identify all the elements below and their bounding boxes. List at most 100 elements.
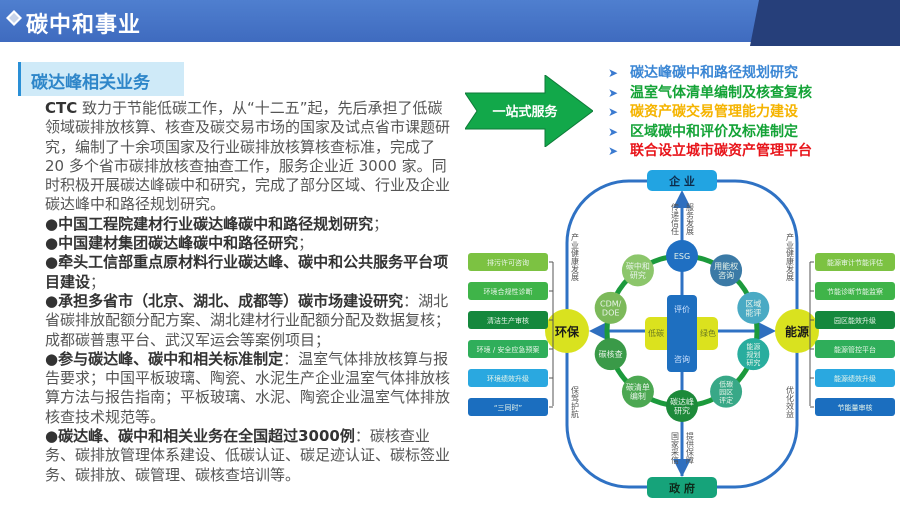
center-label-left: 低碳 bbox=[648, 328, 664, 338]
bullet-item: ●中国建材集团碳达峰碳中和路径研究； bbox=[45, 234, 450, 253]
bullet-detail: ：碳核查业务、碳排放管理体系建设、低碳认证、碳足迹认证、碳标签业务、碳排放、碳管… bbox=[45, 427, 451, 484]
chevron-right-icon: ➤ bbox=[608, 144, 619, 158]
service-item: ➤ 联合设立城市碳资产管理平台 bbox=[608, 140, 812, 160]
one-stop-label: 一站式服务 bbox=[492, 105, 558, 120]
service-node-circle bbox=[621, 254, 654, 287]
service-node-circle bbox=[737, 338, 770, 371]
service-node-label: 编制 bbox=[630, 391, 646, 401]
service-box-label: 园区能效升级 bbox=[834, 316, 876, 325]
service-box-label: 环境绩效升级 bbox=[487, 374, 529, 383]
diamond-icon bbox=[6, 10, 22, 26]
service-node-label: 规划 bbox=[746, 350, 760, 359]
intro-text: 致力于节能低碳工作，从“十二五”起，先后承担了低碳领域碳排放核算、核查及碳交易市… bbox=[45, 99, 451, 214]
government-label: 政 府 bbox=[669, 481, 695, 495]
flow-label: 提供保障 bbox=[686, 431, 695, 465]
energy-label: 能源 bbox=[785, 324, 809, 339]
service-box-label: 节能诊断节能监察 bbox=[827, 287, 883, 296]
bullet-title: ●牵头工信部重点原材料行业碳达峰、碳中和公共服务平台项目建设 bbox=[45, 253, 449, 291]
bullet-detail: ； bbox=[373, 214, 389, 233]
service-box bbox=[468, 282, 548, 300]
service-box bbox=[815, 369, 895, 387]
service-item: ➤ 碳资产碳交易管理能力建设 bbox=[608, 101, 812, 121]
service-node-circle bbox=[710, 375, 743, 408]
service-node: 碳中和研究 bbox=[621, 254, 654, 287]
flow-label: 产业健康发展 bbox=[571, 232, 580, 282]
environment-node bbox=[545, 309, 589, 353]
service-node-circle bbox=[621, 375, 654, 408]
bullet-list: ●中国工程院建材行业碳达峰碳中和路径规划研究；●中国建材集团碳达峰碳中和路径研究… bbox=[45, 215, 450, 485]
service-node-circle bbox=[710, 254, 743, 287]
service-box-label: 能源管控平台 bbox=[834, 345, 876, 354]
flow-label: 优化效益 bbox=[786, 385, 795, 418]
flow-label: 保驾护航 bbox=[571, 385, 580, 419]
service-node-circle bbox=[666, 240, 698, 272]
bullet-item: ●参与碳达峰、碳中和相关标准制定：温室气体排放核算与报告要求；中国平板玻璃、陶瓷… bbox=[45, 350, 450, 427]
bullet-detail: ：温室气体排放核算与报告要求；中国平板玻璃、陶瓷、水泥生产企业温室气体排放核算方… bbox=[45, 349, 451, 426]
chevron-right-icon: ➤ bbox=[608, 124, 619, 139]
service-label: 联合设立城市碳资产管理平台 bbox=[630, 143, 812, 159]
bullet-item: ●承担多省市（北京、湖北、成都等）碳市场建设研究：湖北省碳排放配额分配方案、湖北… bbox=[45, 292, 450, 350]
bullet-item: ●牵头工信部重点原材料行业碳达峰、碳中和公共服务平台项目建设； bbox=[45, 253, 450, 292]
service-box bbox=[815, 340, 895, 358]
section-label-text: 碳达峰相关业务 bbox=[31, 73, 150, 93]
service-box-label: 能源绩效升级 bbox=[834, 374, 876, 383]
section-label: 碳达峰相关业务 bbox=[18, 62, 184, 96]
center-label-bottom: 咨询 bbox=[674, 354, 690, 364]
service-node-label: ESG bbox=[674, 252, 690, 261]
service-box-label: 节能量审核 bbox=[838, 403, 873, 412]
government-box bbox=[647, 477, 717, 498]
description-paragraph: CTC 致力于节能低碳工作，从“十二五”起，先后承担了低碳领域碳排放核算、核查及… bbox=[45, 99, 450, 485]
service-node-label: CDM/ bbox=[600, 299, 622, 308]
bullet-item: ●中国工程院建材行业碳达峰碳中和路径规划研究； bbox=[45, 215, 450, 234]
bullet-detail: ； bbox=[90, 272, 106, 291]
service-node-circle bbox=[737, 291, 770, 324]
service-node-label: DOE bbox=[602, 308, 620, 317]
service-box bbox=[468, 369, 548, 387]
page-title: 碳中和事业 bbox=[26, 13, 142, 38]
service-node-label: 咨询 bbox=[718, 270, 734, 280]
service-label: 温室气体清单编制及核查复核 bbox=[630, 84, 812, 101]
service-node-label: 研究 bbox=[674, 406, 690, 416]
service-node: 碳核查 bbox=[594, 338, 627, 371]
bullet-title: ●碳达峰、碳中和相关业务在全国超过3000例 bbox=[45, 427, 355, 446]
service-node-circle bbox=[594, 291, 627, 324]
service-node-label: 能评 bbox=[745, 307, 761, 317]
service-box bbox=[815, 311, 895, 329]
bullet-title: ●承担多省市（北京、湖北、成都等）碳市场建设研究 bbox=[45, 291, 404, 310]
service-node-label: 研究 bbox=[746, 358, 760, 367]
service-node-label: 能源 bbox=[746, 342, 760, 351]
service-box bbox=[815, 282, 895, 300]
service-box bbox=[468, 398, 548, 416]
service-node-label: 评定 bbox=[719, 396, 733, 405]
enterprise-label: 企 业 bbox=[668, 174, 695, 188]
service-label: 碳资产碳交易管理能力建设 bbox=[630, 104, 798, 120]
service-node-label: 园区 bbox=[719, 389, 733, 397]
service-box-label: 排污许可咨询 bbox=[487, 258, 529, 267]
service-node-label: 用能权 bbox=[714, 261, 738, 271]
bullet-detail: ：湖北省碳排放配额分配方案、湖北建材行业配额分配及数据复核；成都碳普惠平台、武汉… bbox=[45, 291, 451, 349]
service-box-label: 环境 / 安全应急预案 bbox=[477, 345, 540, 354]
service-label: 碳达峰碳中和路径规划研究 bbox=[630, 65, 798, 81]
bullet-title: ●中国建材集团碳达峰碳中和路径研究 bbox=[45, 234, 299, 253]
service-node-label: 碳清单 bbox=[626, 382, 650, 392]
energy-node bbox=[775, 309, 819, 353]
service-box bbox=[468, 311, 548, 329]
chevron-right-icon: ➤ bbox=[608, 105, 619, 119]
flow-label: 服务发展 bbox=[686, 203, 695, 236]
environment-label: 环保 bbox=[555, 324, 580, 339]
service-node: CDM/DOE bbox=[594, 291, 627, 324]
service-box-label: 环境合规性诊断 bbox=[484, 287, 533, 296]
service-box bbox=[815, 398, 895, 416]
service-item: ➤温室气体清单编制及核查复核 bbox=[608, 82, 812, 102]
service-item: ➤区域碳中和评价及标准制定 bbox=[608, 121, 812, 141]
header-bar bbox=[0, 0, 900, 42]
service-box-label: “三同时” bbox=[494, 403, 522, 412]
service-item: ➤碳达峰碳中和路径规划研究 bbox=[608, 62, 812, 82]
service-node-label: 碳中和 bbox=[626, 261, 650, 271]
